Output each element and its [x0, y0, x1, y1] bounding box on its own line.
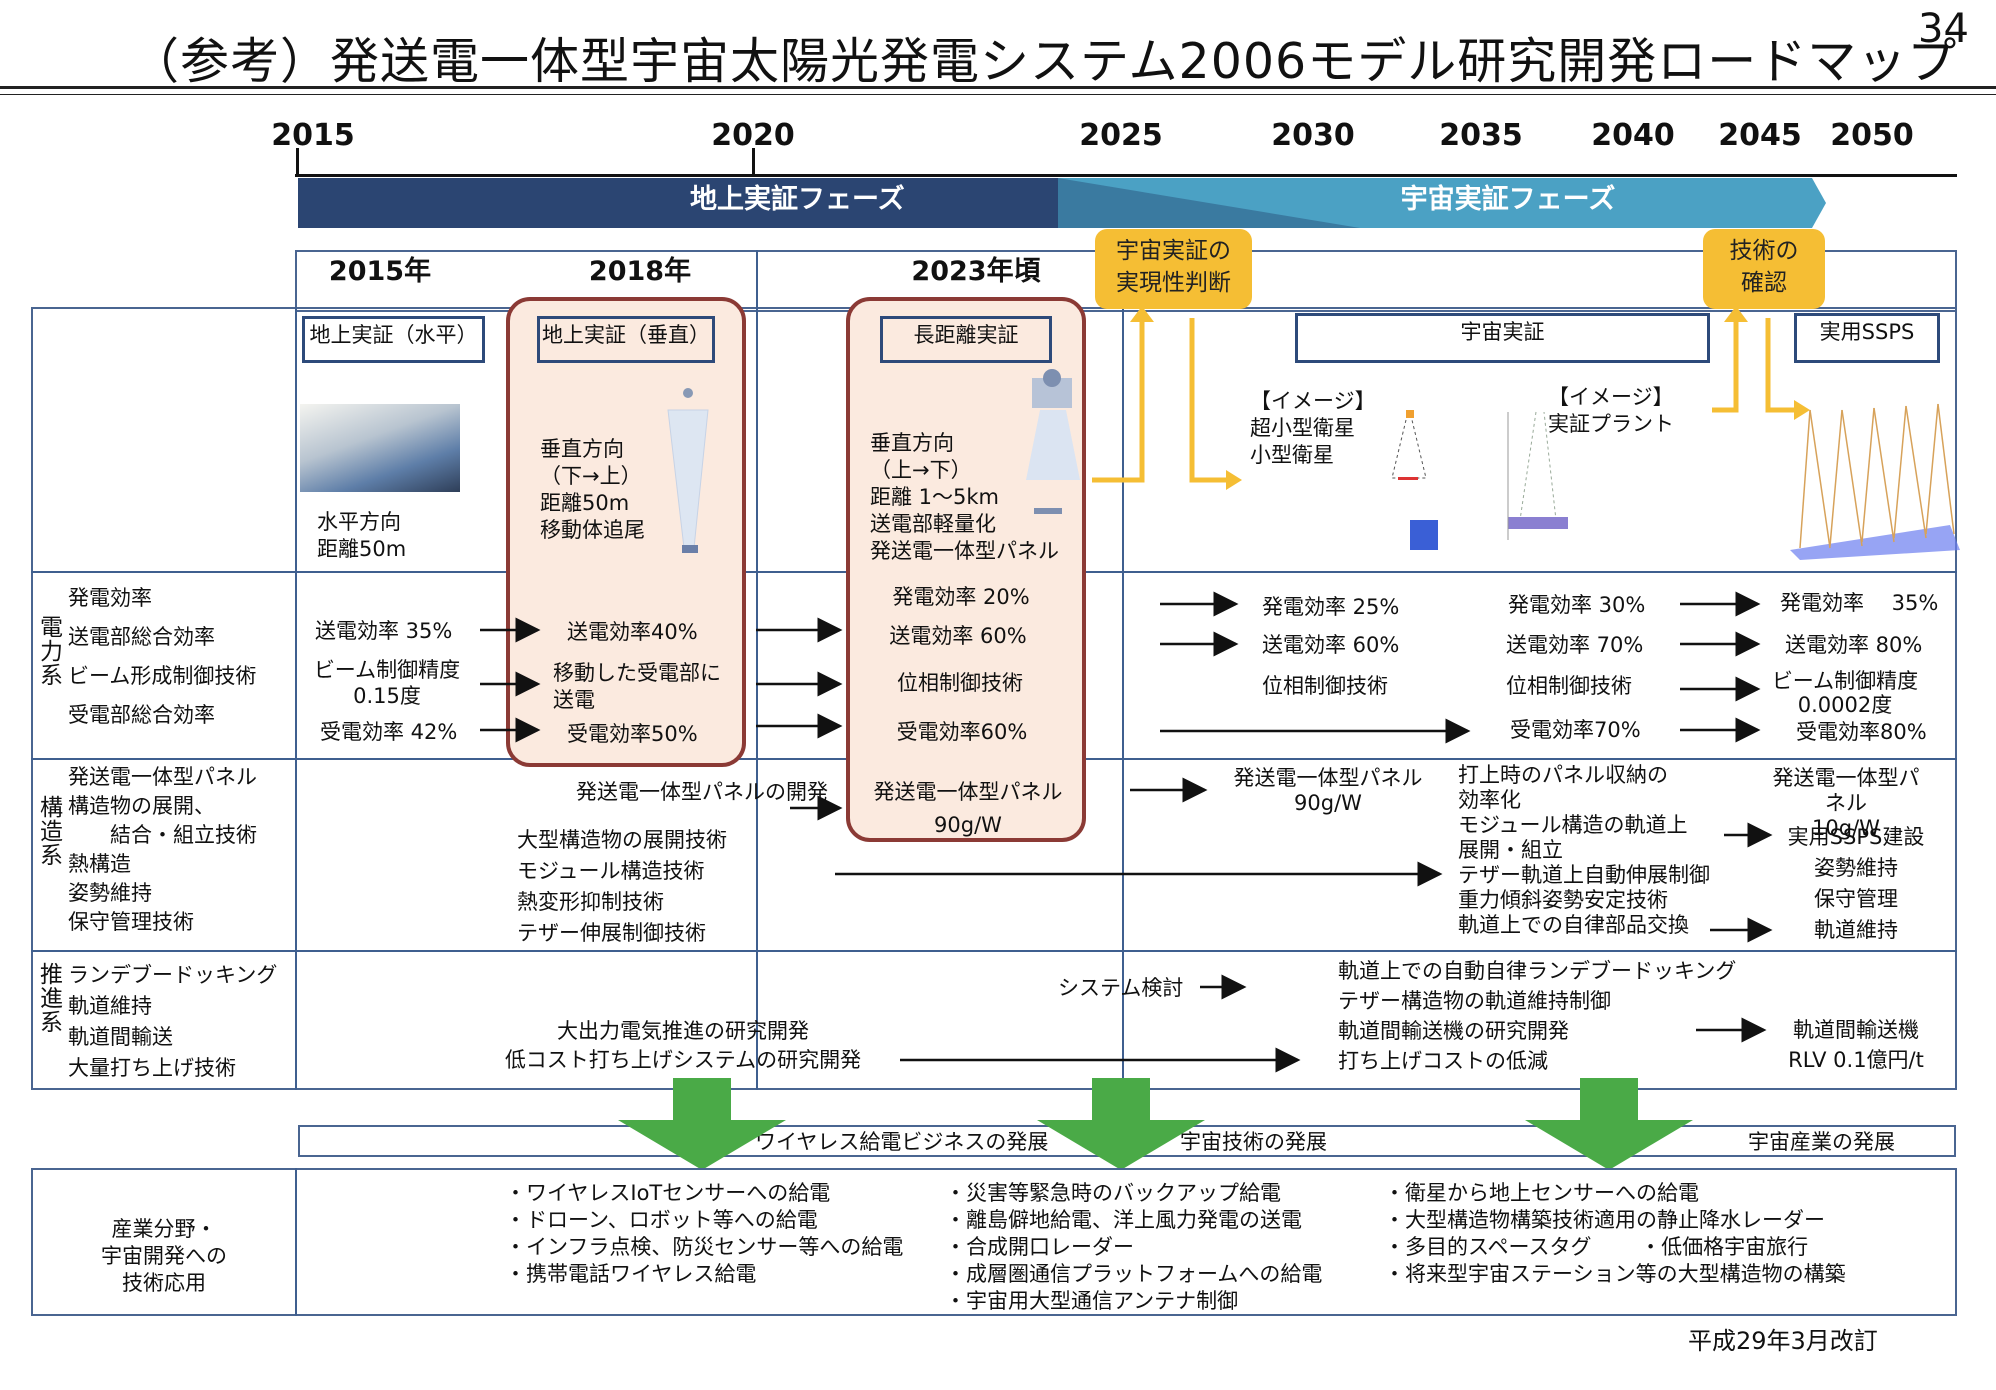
space-phase-label: 宇宙実証フェーズ [1400, 184, 1616, 215]
propulsion-space-items: 軌道上での自動自律ランデブードッキング テザー構造物の軌道維持制御 軌道間輸送機… [1338, 959, 1737, 1073]
milestone-2015: 2015年 [328, 256, 432, 287]
structure-panel-2023: 発送電一体型パネル 90g/W [873, 780, 1063, 837]
col-divider [295, 307, 297, 1090]
applications-col3: ・衛星から地上センサーへの給電 ・大型構造物構築技術適用の静止降水レーダー ・多… [1384, 1181, 1846, 1286]
timeline-tick [752, 148, 755, 176]
power-2015-receive: 受電効率 42% [320, 720, 458, 744]
applications-col2: ・災害等緊急時のバックアップ給電 ・離島僻地給電、洋上風力発電の送電 ・合成開口… [945, 1181, 1323, 1313]
propulsion-ground: 大出力電気推進の研究開発 低コスト打ち上げシステムの研究開発 [504, 1019, 862, 1072]
title-rule-thin [0, 94, 1996, 95]
year-label: 2025 [1079, 118, 1163, 153]
year-label: 2050 [1830, 118, 1914, 153]
year-label: 2030 [1271, 118, 1355, 153]
page-number: 34 [1918, 6, 1969, 52]
vertical-demo-note: 垂直方向 （下→上） 距離50m 移動体追尾 [540, 437, 645, 542]
image-note-plant: 【イメージ】 実証プラント [1548, 385, 1674, 436]
applications-divider [295, 1168, 297, 1316]
power-2023-receive: 受電効率60% [896, 720, 1028, 744]
applications-label: 産業分野・ 宇宙開発への 技術応用 [101, 1217, 227, 1295]
year-label: 2020 [711, 118, 795, 153]
category-structure: 構 造 系 [40, 795, 63, 869]
power-2018-beam: 移動した受電部に 送電 [553, 661, 721, 712]
col-divider [1122, 307, 1124, 1090]
power-2018-receive: 受電効率50% [567, 722, 698, 746]
year-label: 2015 [271, 118, 355, 153]
category-propulsion: 推 進 系 [40, 962, 63, 1036]
col-divider [756, 250, 758, 1090]
structure-final-panel: 発送電一体型パネル 10g/W [1772, 766, 1920, 840]
long-distance-note: 垂直方向 （上→下） 距離 1〜5km 送電部軽量化 発送電一体型パネル [870, 431, 1059, 563]
horizontal-demo-note: 水平方向 距離50m [317, 510, 407, 561]
power-2015-beam: ビーム制御精度 0.15度 [313, 658, 461, 708]
structure-final-items: 実用SSPS建設 姿勢維持 保守管理 軌道維持 [1787, 825, 1925, 942]
applications-col1: ・ワイヤレスIoTセンサーへの給電 ・ドローン、ロボット等への給電 ・インフラ点… [505, 1181, 904, 1286]
power-space2-gen: 発電効率 30% [1508, 593, 1646, 617]
power-final-beam: ビーム制御精度 0.0002度 [1771, 669, 1919, 717]
row-divider [31, 950, 1957, 952]
applications-box [31, 1168, 1957, 1316]
revision-note: 平成29年3月改訂 [1688, 1327, 1878, 1355]
vertical-demo-highlight [506, 297, 746, 767]
timeline-tick [296, 148, 299, 176]
structure-tech-list: 大型構造物の展開技術 モジュール構造技術 熱変形抑制技術 テザー伸展制御技術 [517, 828, 727, 945]
propulsion-system-study: システム検討 [1058, 976, 1184, 1000]
year-label: 2040 [1591, 118, 1675, 153]
horizontal-demo-photo [300, 404, 460, 492]
power-2018-send: 送電効率40% [567, 620, 698, 644]
stage-horizontal: 地上実証（水平） [302, 316, 485, 363]
category-propulsion-items: ランデブードッキング 軌道維持 軌道間輸送 大量打ち上げ技術 [68, 963, 278, 1080]
power-2023-send: 送電効率 60% [889, 624, 1027, 648]
structure-panel-space: 発送電一体型パネル 90g/W [1233, 766, 1423, 815]
propulsion-final: 軌道間輸送機 RLV 0.1億円/t [1788, 1018, 1924, 1072]
business-wireless: ワイヤレス給電ビジネスの発展 [755, 1130, 1049, 1154]
power-space1-phase: 位相制御技術 [1262, 674, 1388, 698]
category-structure-items: 発送電一体型パネル 構造物の展開、 結合・組立技術 熱構造 姿勢維持 保守管理技… [68, 765, 257, 934]
power-2023-gen: 発電効率 20% [892, 585, 1030, 609]
stage-vertical: 地上実証（垂直） [537, 316, 715, 363]
year-label: 2045 [1718, 118, 1802, 153]
ground-phase-label: 地上実証フェーズ [690, 184, 905, 215]
structure-panel-dev: 発送電一体型パネルの開発 [576, 780, 828, 804]
power-final-gen: 発電効率 35% [1780, 591, 1939, 615]
title-rule [0, 86, 1996, 89]
image-note-satellites: 【イメージ】 超小型衛星 小型衛星 [1250, 389, 1376, 467]
feasibility-decision: 宇宙実証の 実現性判断 [1095, 229, 1252, 309]
power-space2-send: 送電効率 70% [1506, 633, 1644, 657]
power-final-send: 送電効率 80% [1785, 633, 1923, 657]
power-2023-phase: 位相制御技術 [897, 671, 1023, 695]
structure-space-items: 打上時のパネル収納の 効率化 モジュール構造の軌道上 展開・組立 テザー軌道上自… [1458, 763, 1710, 937]
business-space-tech: 宇宙技術の発展 [1180, 1130, 1327, 1154]
power-2015-send: 送電効率 35% [315, 619, 453, 643]
power-space1-send: 送電効率 60% [1262, 633, 1400, 657]
timeline-axis [295, 174, 1957, 177]
business-space-industry: 宇宙産業の発展 [1748, 1130, 1895, 1154]
stage-space-demo: 宇宙実証 [1295, 313, 1710, 363]
category-power: 電 力 系 [40, 615, 63, 689]
power-space2-phase: 位相制御技術 [1506, 674, 1632, 698]
page-title: （参考）発送電一体型宇宙太陽光発電システム2006モデル研究開発ロードマップ [130, 33, 1958, 90]
milestone-2018: 2018年 [588, 256, 692, 287]
stage-long-distance: 長距離実証 [880, 316, 1052, 363]
category-power-items: 発電効率 送電部総合効率 ビーム形成制御技術 受電部総合効率 [68, 586, 257, 727]
tech-confirm-decision: 技術の 確認 [1703, 229, 1825, 309]
power-final-receive: 受電効率80% [1796, 720, 1927, 744]
year-label: 2035 [1439, 118, 1523, 153]
power-space2-receive: 受電効率70% [1510, 718, 1641, 742]
stage-practical: 実用SSPS [1794, 313, 1940, 363]
power-space1-gen: 発電効率 25% [1262, 595, 1400, 619]
milestone-2023: 2023年頃 [911, 256, 1041, 287]
